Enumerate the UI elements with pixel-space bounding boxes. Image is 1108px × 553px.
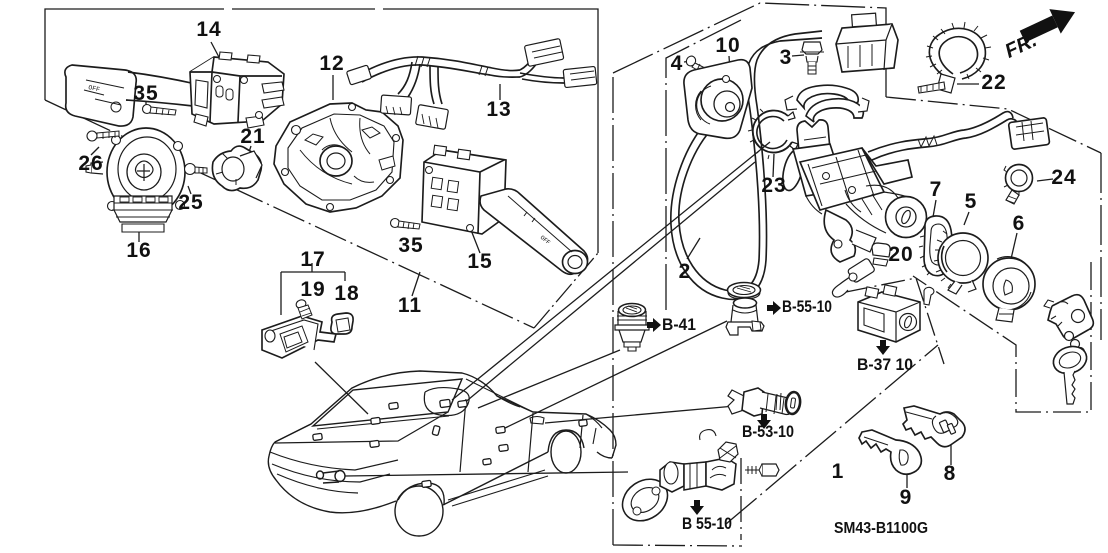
svg-text:35: 35 xyxy=(133,82,158,105)
svg-text:21: 21 xyxy=(240,125,265,148)
svg-text:OFF: OFF xyxy=(88,84,101,93)
svg-text:20: 20 xyxy=(888,243,913,266)
svg-text:4: 4 xyxy=(671,52,684,75)
svg-text:3: 3 xyxy=(780,46,793,69)
svg-text:11: 11 xyxy=(398,294,422,317)
svg-text:24: 24 xyxy=(1051,166,1076,189)
svg-text:8: 8 xyxy=(944,462,957,485)
svg-text:26: 26 xyxy=(78,152,103,175)
svg-text:SM43-B1100G: SM43-B1100G xyxy=(834,520,928,537)
svg-text:16: 16 xyxy=(126,239,151,262)
svg-text:18: 18 xyxy=(334,282,359,305)
svg-text:13: 13 xyxy=(486,98,511,121)
svg-text:25: 25 xyxy=(178,191,203,214)
svg-text:17: 17 xyxy=(300,248,325,271)
svg-text:19: 19 xyxy=(300,278,325,301)
svg-text:7: 7 xyxy=(930,178,943,201)
svg-text:B-41: B-41 xyxy=(662,315,696,334)
svg-text:B-37 10: B-37 10 xyxy=(857,355,913,374)
svg-text:1: 1 xyxy=(832,460,845,483)
svg-text:B 55-10: B 55-10 xyxy=(682,514,732,533)
svg-text:12: 12 xyxy=(319,52,344,75)
svg-text:6: 6 xyxy=(1013,212,1026,235)
svg-text:B-55-10: B-55-10 xyxy=(782,297,832,316)
svg-text:23: 23 xyxy=(761,174,786,197)
svg-text:14: 14 xyxy=(196,18,221,41)
svg-text:B-53-10: B-53-10 xyxy=(742,422,794,441)
svg-text:15: 15 xyxy=(467,250,492,273)
svg-text:10: 10 xyxy=(715,34,740,57)
svg-text:5: 5 xyxy=(965,190,978,213)
svg-text:22: 22 xyxy=(981,71,1006,94)
svg-text:2: 2 xyxy=(679,260,692,283)
svg-text:35: 35 xyxy=(398,234,423,257)
svg-text:9: 9 xyxy=(900,486,913,509)
